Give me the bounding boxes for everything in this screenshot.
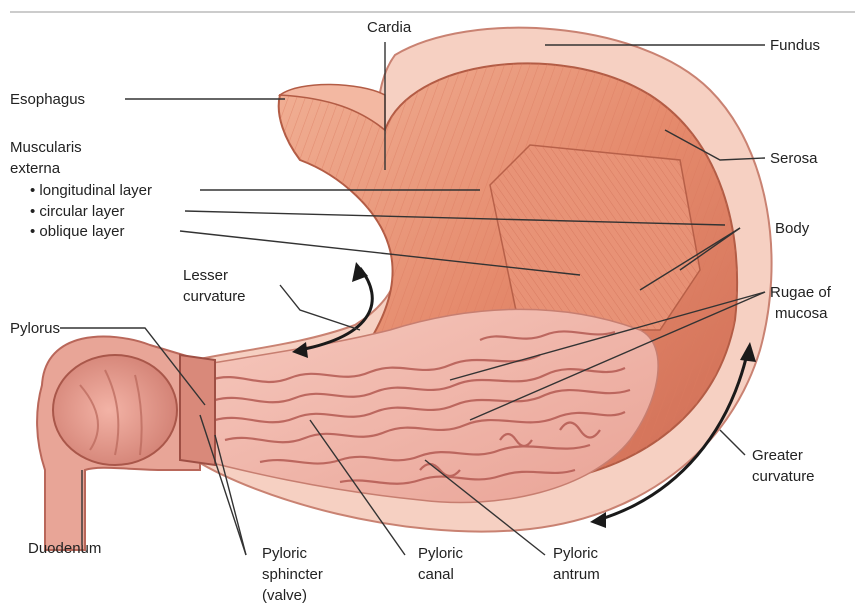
label-esophagus: Esophagus xyxy=(10,91,85,108)
label-muscularis-line2: externa xyxy=(10,160,61,177)
label-sphincter-line3: (valve) xyxy=(262,587,307,603)
mucosa-interior xyxy=(200,309,658,502)
label-rugae-line1: Rugae of xyxy=(770,284,832,301)
label-body: Body xyxy=(775,220,810,237)
label-lesser-line2: curvature xyxy=(183,288,246,305)
label-cardia: Cardia xyxy=(367,19,412,36)
duodenum-shape xyxy=(37,336,200,550)
label-sphincter-line2: sphincter xyxy=(262,566,323,583)
label-longitudinal-layer: • longitudinal layer xyxy=(30,182,152,199)
label-antrum-line1: Pyloric xyxy=(553,545,599,562)
label-oblique-layer: • oblique layer xyxy=(30,223,124,240)
label-rugae-line2: mucosa xyxy=(775,305,828,322)
label-lesser-line1: Lesser xyxy=(183,267,228,284)
label-greater-line1: Greater xyxy=(752,447,803,464)
label-fundus: Fundus xyxy=(770,37,820,54)
label-greater-line2: curvature xyxy=(752,468,815,485)
label-canal-line1: Pyloric xyxy=(418,545,464,562)
label-circular-layer: • circular layer xyxy=(30,203,124,220)
label-canal-line2: canal xyxy=(418,566,454,583)
label-muscularis-line1: Muscularis xyxy=(10,139,82,156)
label-sphincter-line1: Pyloric xyxy=(262,545,308,562)
label-antrum-line2: antrum xyxy=(553,566,600,583)
pyloric-sphincter-ring xyxy=(180,355,215,465)
label-pylorus: Pylorus xyxy=(10,320,60,337)
label-duodenum: Duodenum xyxy=(28,540,101,557)
label-serosa: Serosa xyxy=(770,150,818,167)
